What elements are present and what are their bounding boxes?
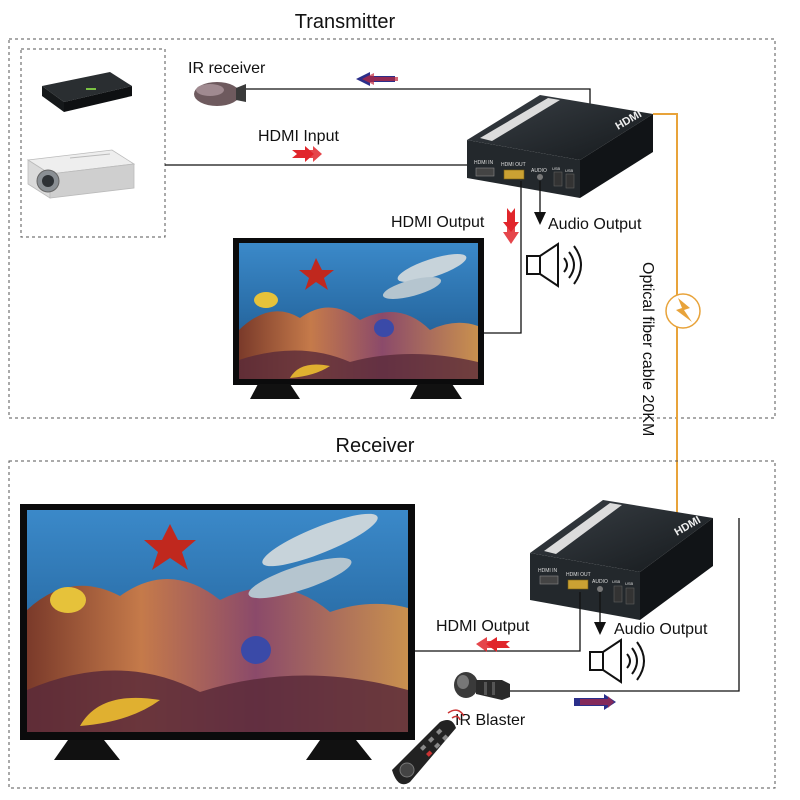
receiver-port-usb-2: USB <box>625 581 634 586</box>
source-devices-box <box>20 48 166 238</box>
transmitter-tv <box>233 238 484 399</box>
receiver-port-audio: AUDIO <box>592 579 608 585</box>
ir-receiver-icon <box>194 82 246 106</box>
transmitter-title: Transmitter <box>295 11 396 33</box>
hdmi-input-label: HDMI Input <box>258 128 339 145</box>
transmitter-port-usb-2: USB <box>565 168 574 173</box>
transmitter-hdmi-output-wire <box>484 181 522 334</box>
hdmi-input-arrow <box>292 146 322 162</box>
transmitter-port-usb-1: USB <box>552 166 561 171</box>
transmitter-audio-arrowhead <box>534 212 546 225</box>
projector-icon <box>26 149 136 199</box>
receiver-audio-output-label: Audio Output <box>614 621 708 638</box>
ir-blaster-icon <box>454 672 510 700</box>
receiver-port-hdmi-out: HDMI OUT <box>566 572 591 578</box>
receiver-hdmi-output-wire <box>415 592 581 652</box>
receiver-port-usb-1: USB <box>612 579 621 584</box>
media-box-icon <box>42 72 132 112</box>
ir-receiver-wire <box>246 88 591 108</box>
transmitter-port-hdmi-in: HDMI IN <box>474 160 494 166</box>
ir-signal-arrow <box>356 72 398 86</box>
transmitter-port-hdmi-out: HDMI OUT <box>501 162 526 168</box>
receiver-audio-arrowhead <box>594 622 606 635</box>
receiver-device: HDMI IN HDMI OUT AUDIO USB USB HDMI <box>530 500 713 620</box>
receiver-tv <box>20 504 415 760</box>
transmitter-hdmi-output-arrow <box>503 208 519 244</box>
transmitter-port-audio: AUDIO <box>531 168 547 174</box>
ir-blaster-arrow <box>574 694 616 710</box>
receiver-title: Receiver <box>336 435 415 457</box>
ir-blaster-wire <box>510 518 740 692</box>
fiber-lightning-icon <box>665 293 701 329</box>
receiver-hdmi-output-arrow <box>476 637 510 652</box>
receiver-box <box>8 460 776 789</box>
ir-receiver-label: IR receiver <box>188 60 266 77</box>
ir-blaster-label: IR Blaster <box>455 712 526 729</box>
receiver-speaker-icon <box>589 638 645 684</box>
receiver-hdmi-output-label: HDMI Output <box>436 618 530 635</box>
transmitter-box <box>8 38 776 419</box>
receiver-port-hdmi-in: HDMI IN <box>538 568 558 574</box>
transmitter-audio-output-label: Audio Output <box>548 216 642 233</box>
remote-control-icon <box>392 709 465 785</box>
transmitter-hdmi-output-label: HDMI Output <box>391 214 485 231</box>
transmitter-speaker-icon <box>526 242 582 288</box>
transmitter-device: HDMI IN HDMI OUT AUDIO USB USB HDMI <box>467 95 653 198</box>
fiber-cable-label: Optical fiber cable 20KM <box>639 262 656 436</box>
